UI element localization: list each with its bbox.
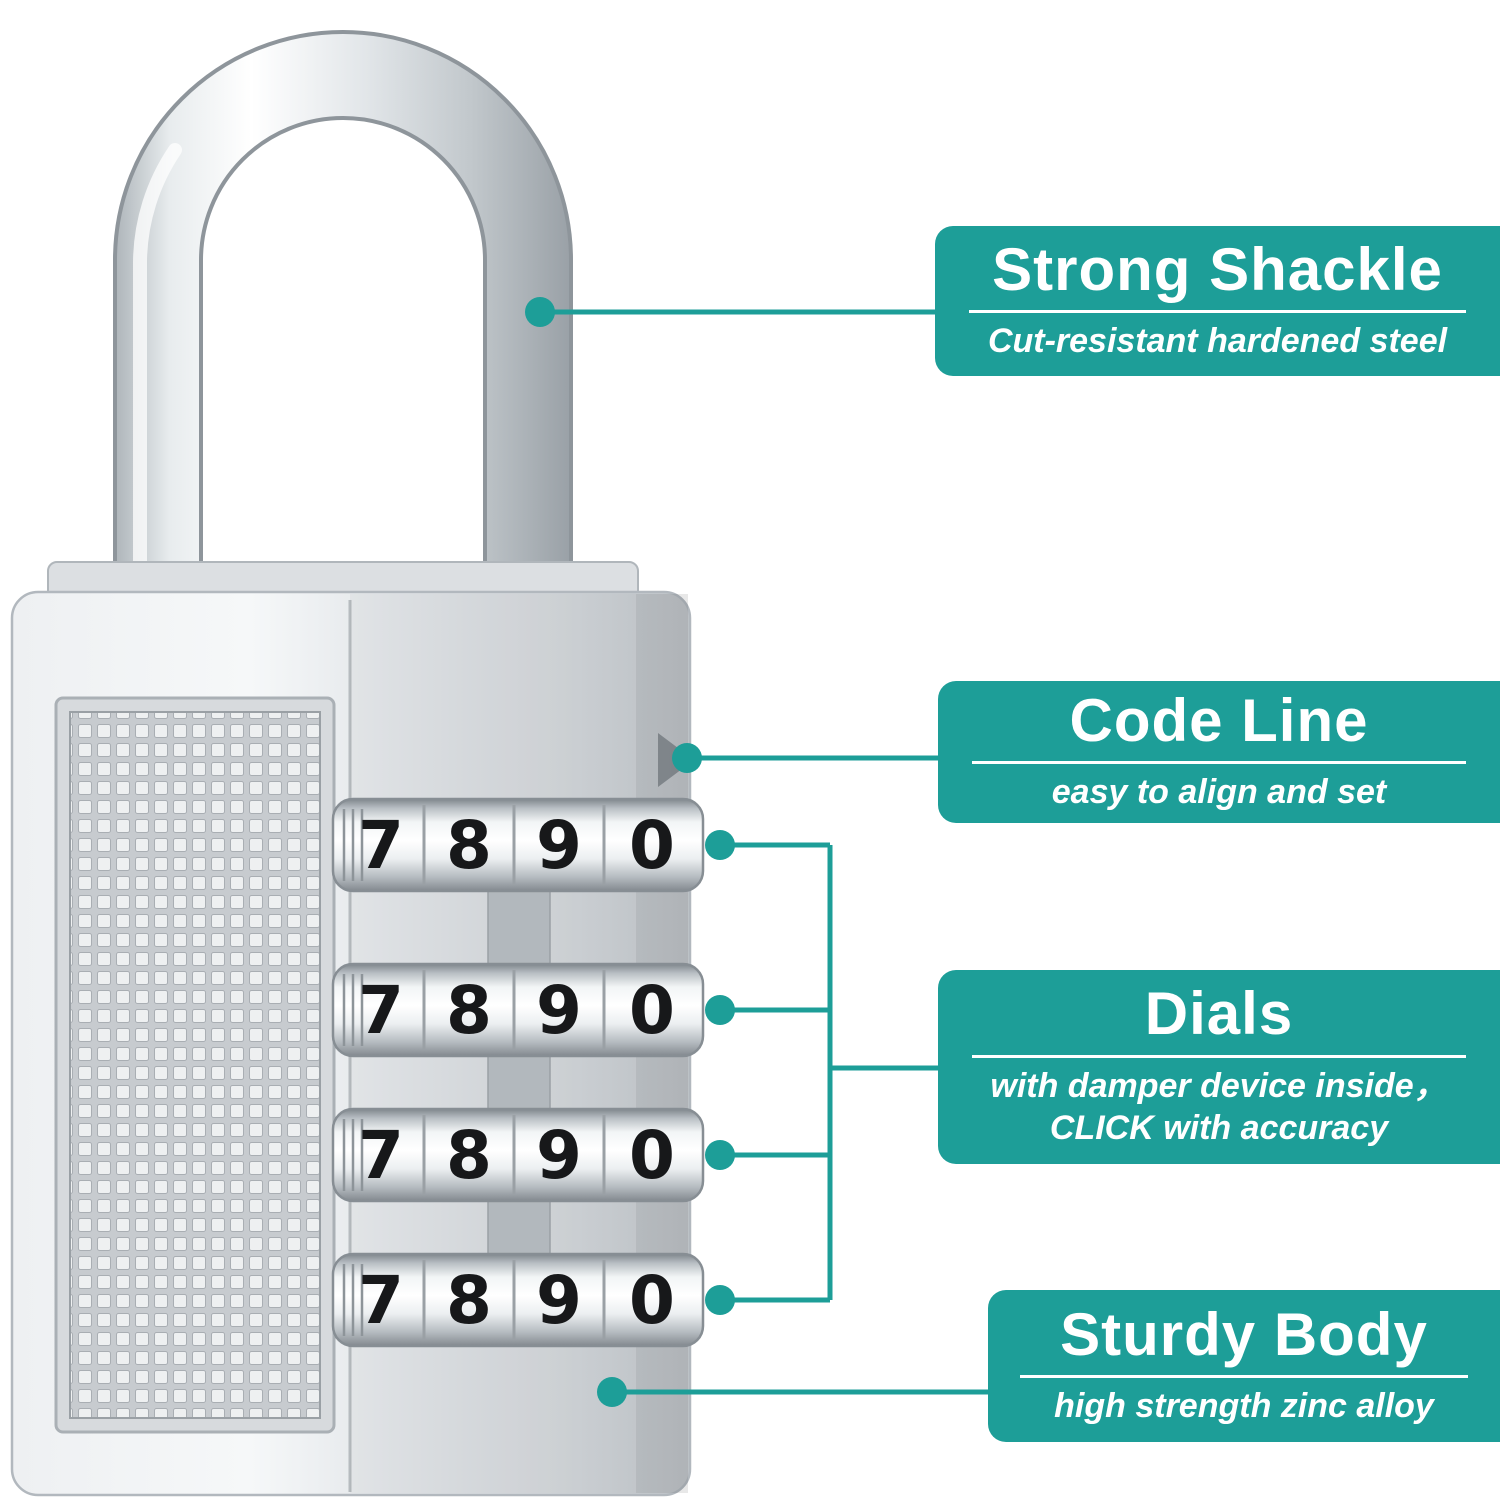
callout-subtitle: Cut-resistant hardened steel	[987, 321, 1448, 360]
dial-row[interactable]: 7 8 9 0	[331, 1252, 705, 1348]
dial-digit: 9	[536, 1117, 582, 1194]
dial-digit: 7	[358, 1117, 404, 1194]
dial-digit: 0	[629, 1117, 675, 1194]
dial-row[interactable]: 7 8 9 0	[331, 1107, 705, 1203]
callout-divider	[971, 760, 1467, 764]
dial-axle	[487, 829, 551, 1311]
callout-code-line: Code Line easy to align and set	[938, 681, 1500, 823]
dial-digit: 7	[358, 972, 404, 1049]
dial-digit: 9	[536, 1262, 582, 1339]
callout-subtitle: easy to align and set	[1051, 772, 1387, 811]
callout-dot	[597, 1377, 627, 1407]
dial-digit: 9	[536, 972, 582, 1049]
callout-dot	[705, 830, 735, 860]
callout-sturdy-body: Sturdy Body high strength zinc alloy	[988, 1290, 1500, 1442]
dial-digit: 0	[629, 807, 675, 884]
callout-title: Strong Shackle	[992, 235, 1443, 303]
callout-subtitle: high strength zinc alloy	[1054, 1386, 1434, 1425]
dial-rows: 7 8 9 0 7 8 9 0	[331, 797, 705, 1348]
dial-digit: 0	[629, 972, 675, 1049]
connectors	[525, 297, 1010, 1407]
callout-divider	[971, 1054, 1467, 1058]
dial-digit: 9	[536, 807, 582, 884]
dial-digit: 8	[446, 1117, 492, 1194]
callout-title: Dials	[1144, 980, 1294, 1048]
dial-row[interactable]: 7 8 9 0	[331, 797, 705, 893]
callout-dials: Dials with damper device inside， CLICK w…	[938, 970, 1500, 1164]
dial-row[interactable]: 7 8 9 0	[331, 962, 705, 1058]
callout-dot	[705, 1140, 735, 1170]
callout-subtitle: with damper device inside， CLICK with ac…	[990, 1066, 1448, 1148]
callout-dot	[705, 1285, 735, 1315]
shackle	[113, 30, 573, 647]
dial-digit: 7	[358, 1262, 404, 1339]
dial-digit: 8	[446, 972, 492, 1049]
texture-panel	[54, 696, 336, 1434]
callout-title: Code Line	[1069, 686, 1369, 754]
dial-digit: 8	[446, 807, 492, 884]
dial-digit: 0	[629, 1262, 675, 1339]
callout-dot	[672, 743, 702, 773]
dial-digit: 7	[358, 807, 404, 884]
callout-divider	[968, 309, 1467, 313]
callout-dot	[705, 995, 735, 1025]
callout-divider	[1020, 1374, 1468, 1378]
callout-dot	[525, 297, 555, 327]
callout-strong-shackle: Strong Shackle Cut-resistant hardened st…	[935, 226, 1500, 376]
callout-title: Sturdy Body	[1060, 1300, 1428, 1368]
dial-digit: 8	[446, 1262, 492, 1339]
